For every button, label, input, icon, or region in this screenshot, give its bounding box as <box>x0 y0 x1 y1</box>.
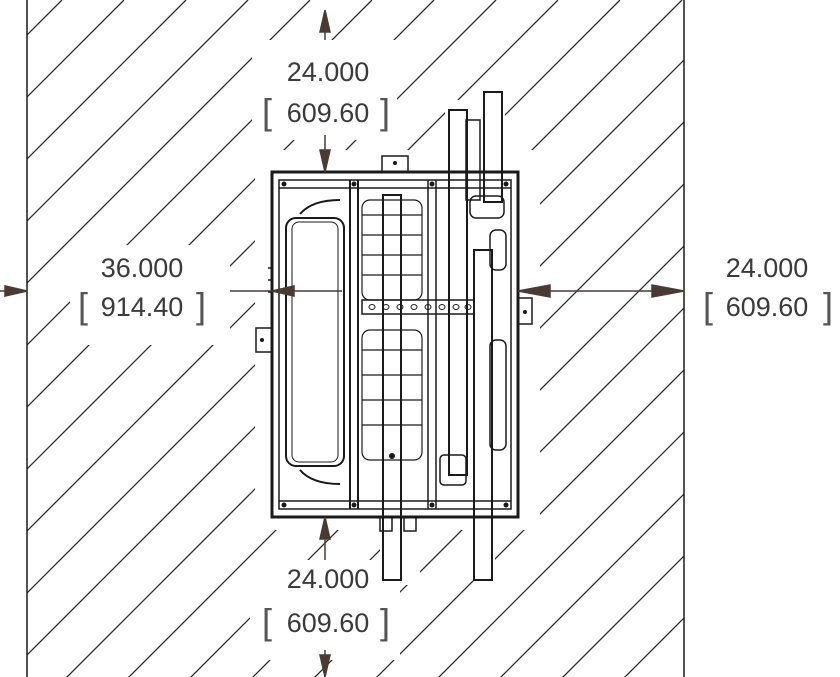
dim-left-open-bracket: [ <box>78 285 88 326</box>
dim-left-metric: 914.40 <box>101 292 184 322</box>
dim-left-close-bracket: ] <box>196 285 206 326</box>
hatch-line <box>562 555 684 677</box>
dim-right-imperial: 24.000 <box>726 253 809 283</box>
unit-cabinet <box>255 91 533 581</box>
hatch-line <box>438 431 684 677</box>
hatch-line <box>27 0 249 222</box>
dim-bottom-imperial: 24.000 <box>287 564 370 594</box>
hatch-line <box>500 493 684 677</box>
hatch-line <box>27 0 63 36</box>
hatch-line <box>726 0 840 677</box>
dim-right-metric: 609.60 <box>726 292 809 322</box>
hatch-line <box>788 0 840 677</box>
dimension-right: 24.000 [ 609.60 ] <box>703 253 833 326</box>
dim-top-imperial: 24.000 <box>287 57 370 87</box>
dim-top-metric: 609.60 <box>287 98 370 128</box>
hatch-line <box>624 617 684 677</box>
dimension-top: 24.000 [ 609.60 ] <box>262 57 390 132</box>
hatch-line <box>27 0 311 284</box>
dim-bottom-open-bracket: [ <box>262 601 272 642</box>
hatch-line <box>27 0 187 160</box>
dim-left-imperial: 36.000 <box>101 253 184 283</box>
hatch-line <box>664 0 840 677</box>
dim-top-open-bracket: [ <box>262 91 272 132</box>
dimension-arrows <box>0 9 685 677</box>
dim-bottom-metric: 609.60 <box>287 608 370 638</box>
dimension-bottom: 24.000 [ 609.60 ] <box>262 564 390 642</box>
dim-right-close-bracket: ] <box>823 285 833 326</box>
wall-boundaries <box>26 0 685 677</box>
hatch-line <box>376 369 684 677</box>
dim-right-open-bracket: [ <box>703 285 713 326</box>
dim-top-close-bracket: ] <box>380 91 390 132</box>
dim-bottom-close-bracket: ] <box>380 601 390 642</box>
hatch-line <box>27 0 559 532</box>
dimension-left: 36.000 [ 914.40 ] <box>78 253 206 326</box>
